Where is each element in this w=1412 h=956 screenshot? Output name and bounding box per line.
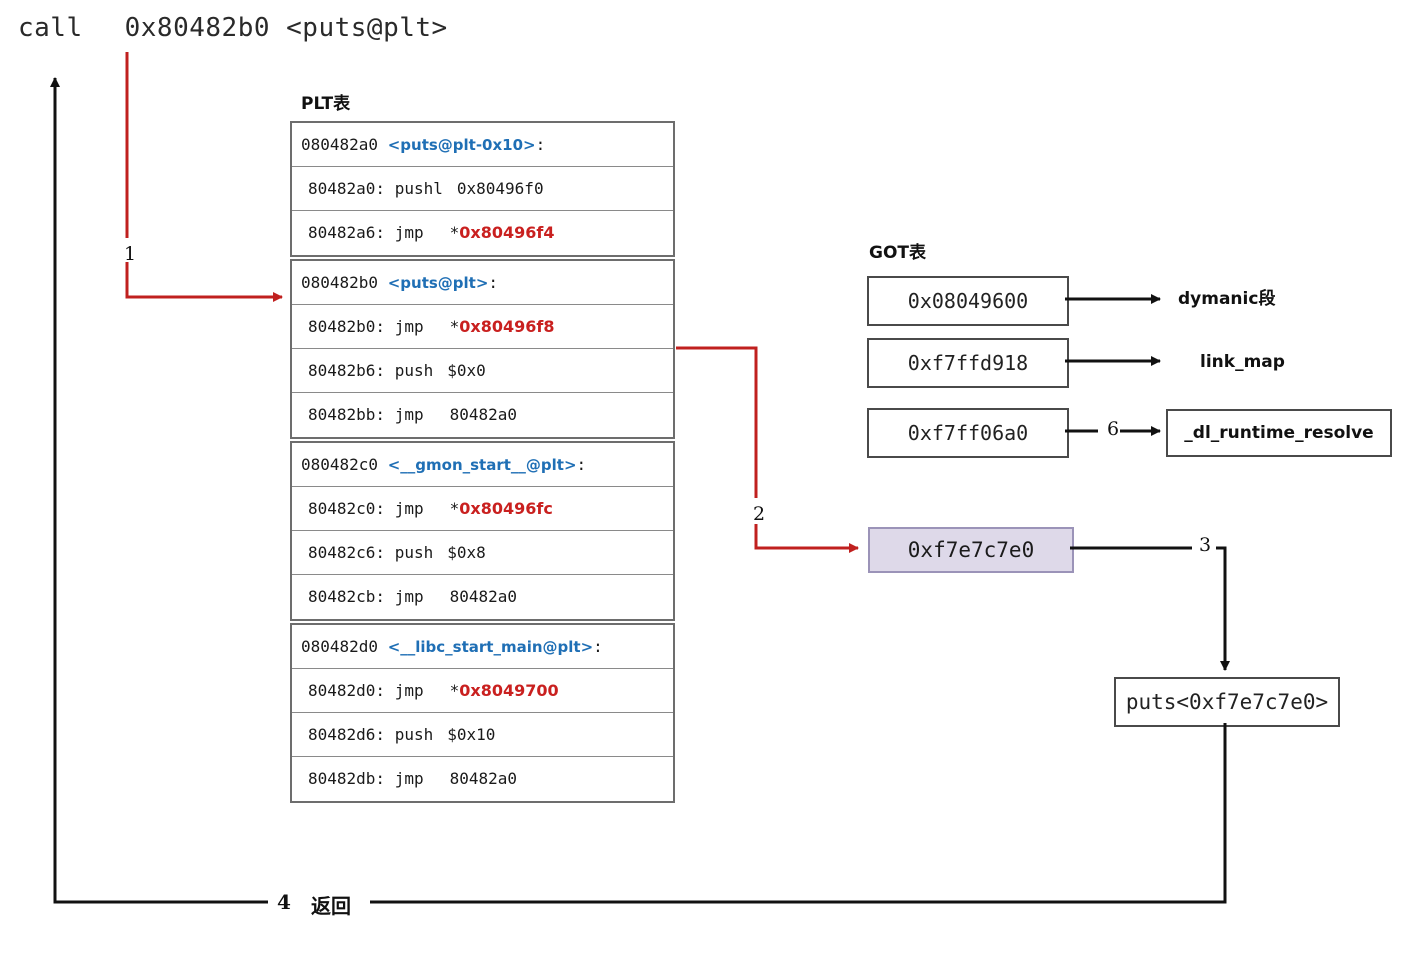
plt-group-header: 080482c0 <__gmon_start__@plt>: (292, 443, 673, 487)
plt-instruction-address: 80482db: (308, 769, 395, 788)
plt-group: 080482a0 <puts@plt-0x10>: 80482a0: pushl 0… (290, 121, 675, 257)
plt-instruction-address: 80482d0: (308, 681, 395, 700)
plt-instruction-mnemonic: jmp (394, 405, 424, 424)
plt-indirect-star: * (449, 317, 460, 336)
plt-header-symbol: <__gmon_start__@plt> (387, 456, 577, 474)
call-instruction: call 0x80482b0 <puts@plt> (18, 13, 448, 43)
got-entry-0[interactable]: 0x08049600 (867, 276, 1069, 326)
dynamic-segment-label: dymanic段 (1178, 289, 1276, 309)
got-table-title: GOT表 (869, 243, 927, 263)
plt-instruction-mnemonic: jmp (394, 769, 424, 788)
plt-instruction-row: 80482bb: jmp 80482a0 (292, 393, 673, 437)
plt-indirect-star: * (449, 223, 460, 242)
plt-header-colon: : (593, 637, 603, 656)
plt-instruction-mnemonic: push (394, 361, 434, 380)
plt-instruction-address: 80482b6: (308, 361, 395, 380)
plt-instruction-row: 80482db: jmp 80482a0 (292, 757, 673, 801)
plt-table: 080482a0 <puts@plt-0x10>: 80482a0: pushl 0… (290, 121, 675, 803)
plt-instruction-address: 80482d6: (308, 725, 395, 744)
plt-header-symbol: <__libc_start_main@plt> (387, 638, 594, 656)
plt-instruction-operand: 0x80496fc (459, 499, 553, 518)
dl-runtime-resolve-box[interactable]: _dl_runtime_resolve (1166, 409, 1392, 457)
plt-instruction-operand: 0x80496f4 (459, 223, 555, 242)
puts-function-box[interactable]: puts<0xf7e7c7e0> (1114, 677, 1340, 727)
plt-group: 080482b0 <puts@plt>: 80482b0: jmp *0x80496… (290, 259, 675, 439)
step-label-6: 6 (1104, 420, 1123, 439)
plt-instruction-row: 80482cb: jmp 80482a0 (292, 575, 673, 619)
plt-header-address: 080482b0 (301, 273, 388, 292)
plt-instruction-address: 80482a0: (308, 179, 395, 198)
plt-instruction-operand: $0x0 (447, 361, 486, 380)
plt-instruction-mnemonic: jmp (394, 587, 424, 606)
plt-instruction-address: 80482c6: (308, 543, 395, 562)
plt-instruction-operand: 0x80496f8 (459, 317, 555, 336)
plt-instruction-address: 80482b0: (308, 317, 395, 336)
plt-group-header: 080482b0 <puts@plt>: (292, 261, 673, 305)
plt-group-header: 080482d0 <__libc_start_main@plt>: (292, 625, 673, 669)
plt-header-address: 080482c0 (301, 455, 388, 474)
plt-header-colon: : (576, 455, 587, 474)
call-to-plt-arrow (125, 262, 283, 302)
step-label-3: 3 (1196, 536, 1215, 555)
plt-indirect-star: * (449, 681, 460, 700)
return-path-to-caller-arrow (50, 77, 268, 904)
plt-instruction-row: 80482b0: jmp *0x80496f8 (292, 305, 673, 349)
plt-instruction-address: 80482c0: (308, 499, 395, 518)
plt-instruction-mnemonic: pushl (394, 179, 443, 198)
plt-instruction-address: 80482a6: (308, 223, 395, 242)
plt-indirect-star: * (449, 499, 460, 518)
plt-instruction-address: 80482bb: (308, 405, 395, 424)
plt-instruction-operand: 0x8049700 (459, 681, 559, 700)
plt-instruction-mnemonic: jmp (394, 223, 424, 242)
step-label-4: 4 (274, 892, 294, 912)
plt-instruction-row: 80482a0: pushl 0x80496f0 (292, 167, 673, 211)
plt-to-got-arrow (754, 524, 859, 553)
plt-instruction-operand: 80482a0 (449, 405, 518, 424)
plt-instruction-row: 80482d0: jmp *0x8049700 (292, 669, 673, 713)
call-keyword: call (18, 13, 83, 43)
link-map-label: link_map (1200, 352, 1285, 372)
plt-group: 080482d0 <__libc_start_main@plt>:80482d0… (290, 623, 675, 803)
plt-instruction-mnemonic: push (394, 725, 434, 744)
plt-instruction-mnemonic: jmp (394, 317, 424, 336)
plt-instruction-operand: $0x8 (447, 543, 486, 562)
plt-instruction-mnemonic: jmp (394, 499, 424, 518)
step-label-1: 1 (121, 245, 140, 264)
call-operand: 0x80482b0 <puts@plt> (124, 13, 448, 43)
plt-instruction-operand: 80482a0 (449, 587, 518, 606)
plt-group: 080482c0 <__gmon_start__@plt>:80482c0: j… (290, 441, 675, 621)
plt-instruction-mnemonic: jmp (394, 681, 424, 700)
plt-table-title: PLT表 (301, 94, 351, 114)
got-entry-2[interactable]: 0xf7ff06a0 (867, 408, 1069, 458)
plt-instruction-row: 80482b6: push $0x0 (292, 349, 673, 393)
plt-instruction-address: 80482cb: (308, 587, 395, 606)
got-entry-1[interactable]: 0xf7ffd918 (867, 338, 1069, 388)
plt-header-symbol: <puts@plt> (387, 274, 489, 292)
plt-instruction-mnemonic: push (394, 543, 434, 562)
plt-header-colon: : (488, 273, 499, 292)
plt-instruction-row: 80482a6: jmp *0x80496f4 (292, 211, 673, 255)
plt-group-header: 080482a0 <puts@plt-0x10>: (292, 123, 673, 167)
plt-instruction-operand: 0x80496f0 (456, 179, 544, 198)
plt-instruction-row: 80482c6: push $0x8 (292, 531, 673, 575)
plt-to-got-segment-top (676, 346, 758, 498)
plt-header-address: 080482a0 (301, 135, 388, 154)
plt-instruction-operand: $0x10 (447, 725, 496, 744)
plt-instruction-operand: 80482a0 (449, 769, 518, 788)
plt-header-symbol: <puts@plt-0x10> (387, 136, 536, 154)
resolved-got-entry-box[interactable]: 0xf7e7c7e0 (868, 527, 1074, 573)
return-label: 返回 (305, 890, 357, 919)
got-to-puts-arrow (1216, 546, 1230, 671)
plt-instruction-row: 80482d6: push $0x10 (292, 713, 673, 757)
plt-header-address: 080482d0 (301, 637, 388, 656)
plt-header-colon: : (535, 135, 546, 154)
plt-instruction-row: 80482c0: jmp *0x80496fc (292, 487, 673, 531)
step-label-2: 2 (750, 505, 769, 524)
